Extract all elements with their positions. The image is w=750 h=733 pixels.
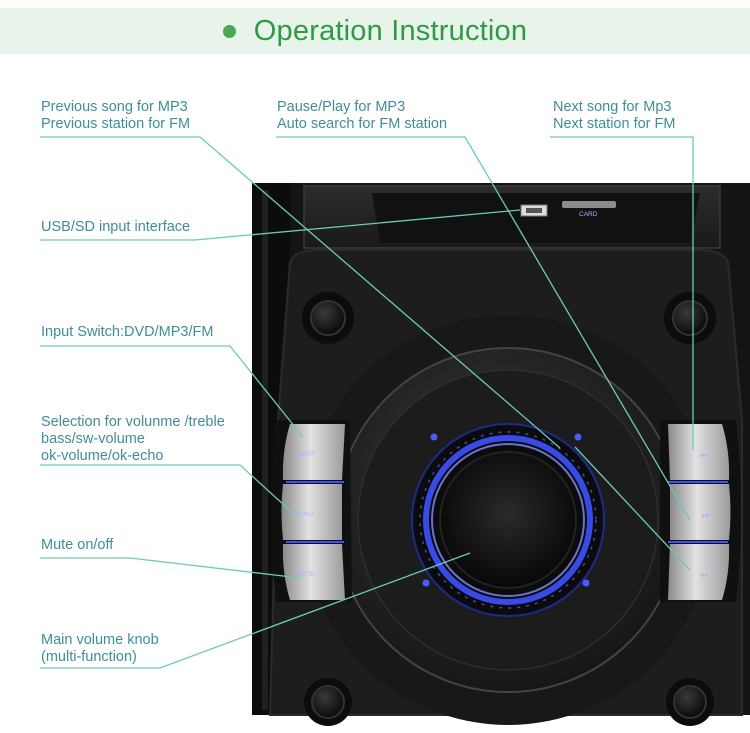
svg-text:INPUT: INPUT xyxy=(296,451,316,458)
callout-lines xyxy=(40,136,694,669)
bullet-dot-icon xyxy=(222,24,236,38)
next-button[interactable] xyxy=(668,424,730,480)
mounting-screw-icon xyxy=(302,292,716,726)
label-selection: Selection for volunme /treble bass/sw-vo… xyxy=(41,414,225,464)
label-main-knob: Main volume knob (multi-function) xyxy=(41,632,159,665)
right-button-cluster: ⏭ ⏯ ⏮ xyxy=(660,420,741,602)
menu-button[interactable] xyxy=(281,484,343,540)
page-title: Operation Instruction xyxy=(253,14,528,47)
label-mute: Mute on/off xyxy=(41,537,114,553)
label-input-switch: Input Switch:DVD/MP3/FM xyxy=(41,324,214,340)
sd-card-slot xyxy=(562,201,616,208)
left-button-cluster: INPUT MENU MUTE xyxy=(271,420,352,602)
next-track-icon: ⏭ xyxy=(700,451,708,461)
play-pause-icon: ⏯ xyxy=(702,511,709,521)
label-usb-sd: USB/SD input interface xyxy=(41,219,191,235)
previous-button[interactable] xyxy=(668,544,730,600)
play-pause-button[interactable] xyxy=(670,484,731,540)
input-button[interactable] xyxy=(282,424,345,480)
section-header: Operation Instruction xyxy=(0,8,750,54)
label-next: Next song for Mp3 Next station for FM xyxy=(553,99,676,132)
previous-track-icon: ⏮ xyxy=(700,571,708,581)
led-indicator-icon xyxy=(422,433,590,587)
label-pause-play: Pause/Play for MP3 Auto search for FM st… xyxy=(277,99,448,132)
main-volume-knob[interactable] xyxy=(411,423,605,617)
card-label: CARD xyxy=(579,211,598,218)
svg-text:MENU: MENU xyxy=(294,511,313,518)
mute-button[interactable] xyxy=(282,544,345,600)
label-previous: Previous song for MP3 Previous station f… xyxy=(41,99,191,132)
svg-text:MUTE: MUTE xyxy=(296,571,315,578)
